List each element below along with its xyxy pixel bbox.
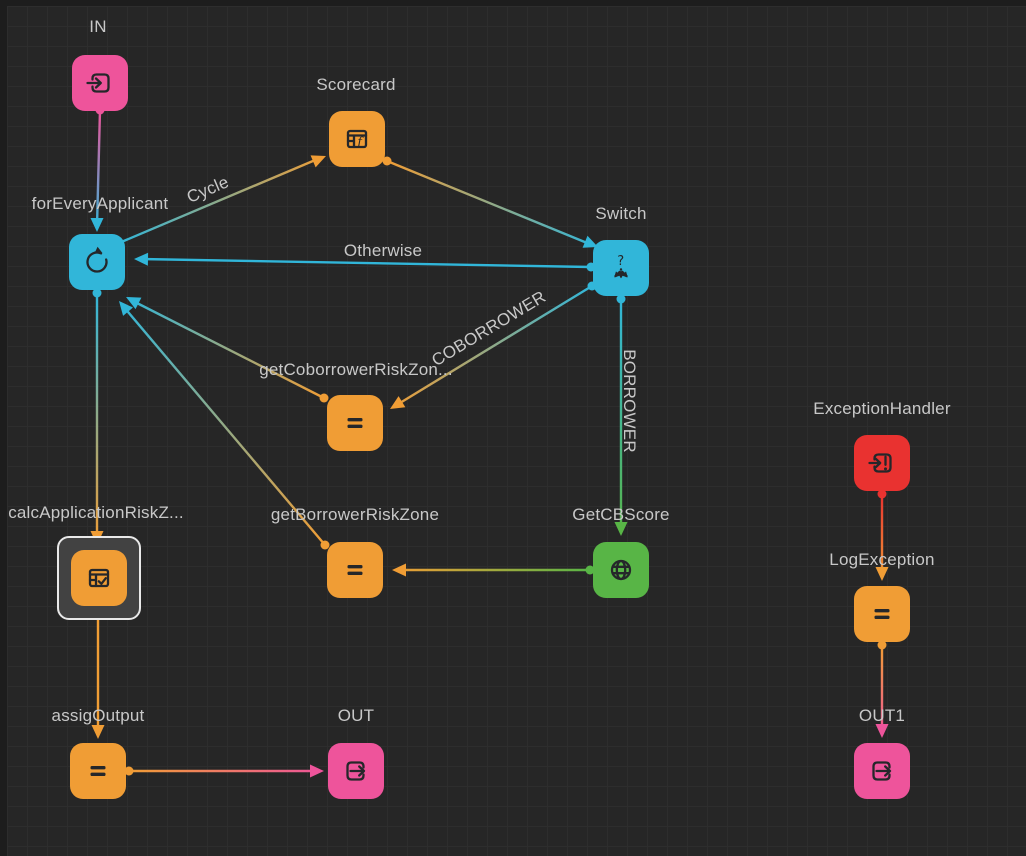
enter-exception-icon	[868, 453, 892, 473]
node-label-out: OUT	[337, 706, 375, 725]
decision-table-f-icon: f	[346, 129, 368, 149]
node-getBorrowerRiskZone[interactable]	[327, 542, 383, 598]
assign-icon	[347, 418, 363, 428]
node-label-assigOutput: assigOutput	[51, 706, 145, 725]
node-label-getCoborrowerRiskZone: getCoborrowerRiskZon...	[259, 360, 453, 379]
node-scorecard[interactable]: f	[329, 111, 385, 167]
node-switch[interactable]: ?	[593, 240, 649, 296]
edge-getCBScore-getBorrowerRiskZone[interactable]	[392, 563, 595, 577]
edge-logException-out1[interactable]	[875, 640, 889, 739]
node-logException[interactable]	[854, 586, 910, 642]
edge-switch-getCBScore-borrower[interactable]	[614, 294, 628, 537]
node-out1[interactable]	[854, 743, 910, 799]
node-forEveryApplicant[interactable]	[69, 234, 125, 290]
edge-getCoborrowerRiskZone-forEveryApplicant[interactable]	[123, 291, 329, 403]
edge-label-borrower: BORROWER	[620, 349, 639, 453]
edge-getBorrowerRiskZone-forEveryApplicant[interactable]	[114, 297, 330, 550]
edge-switch-getCoborrowerRiskZone[interactable]	[387, 281, 597, 415]
node-label-calcApplicationRiskZone: calcApplicationRiskZ...	[8, 503, 184, 522]
node-assigOutput[interactable]	[70, 743, 126, 799]
exit-icon	[346, 761, 366, 781]
node-in[interactable]	[72, 55, 128, 111]
node-getCoborrowerRiskZone[interactable]	[327, 395, 383, 451]
edge-exceptionHandler-logException[interactable]	[875, 489, 889, 582]
switch-icon: ?	[614, 254, 628, 279]
svg-text:f: f	[357, 135, 365, 149]
canvas-top-edge	[0, 0, 1026, 6]
edge-label-otherwise: Otherwise	[343, 241, 423, 260]
node-label-switch: Switch	[595, 204, 647, 223]
assign-icon	[874, 609, 890, 619]
enter-icon	[86, 73, 110, 93]
node-label-out1: OUT1	[858, 706, 906, 725]
globe-icon	[610, 559, 632, 581]
loop-icon	[86, 246, 108, 273]
edge-assigOutput-out[interactable]	[124, 764, 325, 778]
canvas-left-edge	[0, 0, 7, 856]
node-label-scorecard: Scorecard	[316, 75, 396, 94]
node-calcApplicationRiskZone[interactable]	[71, 550, 127, 606]
decision-table-check-icon	[88, 568, 110, 588]
svg-text:?: ?	[617, 254, 624, 269]
node-exceptionHandler[interactable]	[854, 435, 910, 491]
exit-icon	[872, 761, 892, 781]
node-label-getCBScore: GetCBScore	[572, 505, 670, 524]
node-label-getBorrowerRiskZone: getBorrowerRiskZone	[270, 505, 440, 524]
node-out[interactable]	[328, 743, 384, 799]
assign-icon	[347, 565, 363, 575]
node-label-forEveryApplicant: forEveryApplicant	[31, 194, 169, 213]
assign-icon	[90, 766, 106, 776]
node-label-exceptionHandler: ExceptionHandler	[813, 399, 951, 418]
node-getCBScore[interactable]	[593, 542, 649, 598]
node-label-in: IN	[89, 17, 107, 36]
edge-scorecard-switch[interactable]	[382, 156, 601, 254]
node-label-logException: LogException	[829, 550, 935, 569]
